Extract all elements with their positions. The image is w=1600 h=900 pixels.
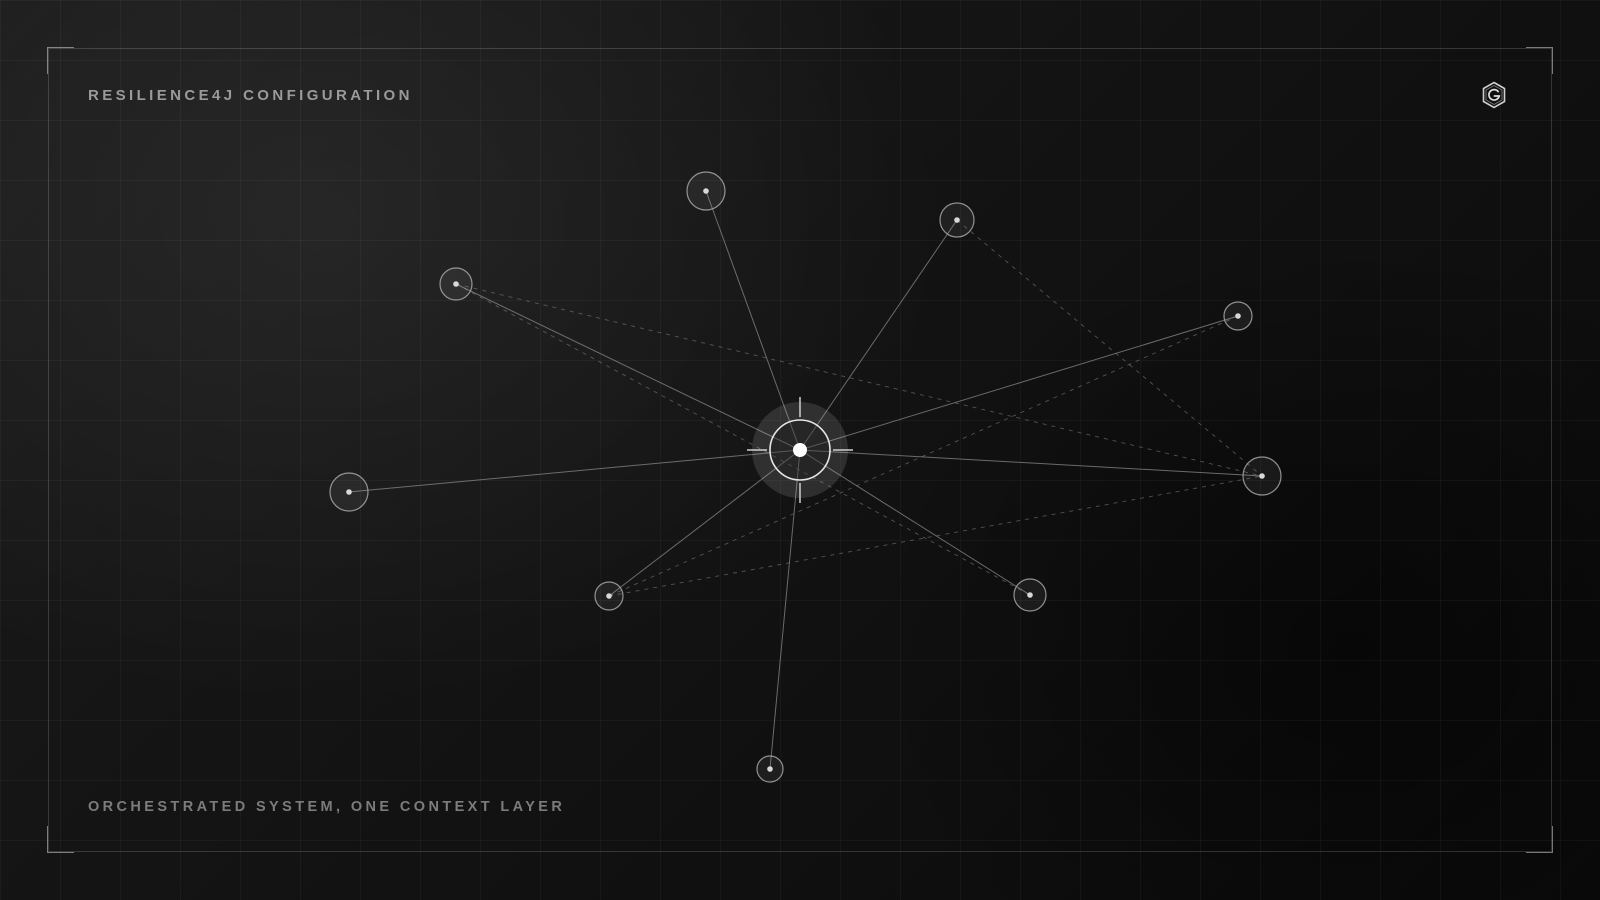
corner-bracket-bottom-left (47, 826, 74, 853)
node-center-dot (1027, 592, 1033, 598)
page-title: RESILIENCE4J CONFIGURATION (88, 87, 413, 104)
dashed-link-n-right-upper-n-lower-left (608, 315, 1239, 597)
node-n-bottom (756, 755, 784, 783)
dashed-links-group (455, 219, 1263, 597)
hub-group (747, 397, 853, 503)
link-hub-n-lower-right (799, 449, 1031, 596)
node-center-dot (1235, 313, 1241, 319)
link-hub-n-top-right (799, 219, 958, 451)
nodes-group (329, 171, 1282, 783)
corner-bracket-top-left (47, 47, 74, 74)
dashed-link-n-lower-left-n-right (608, 475, 1263, 597)
dashed-link-n-upper-left-n-right (455, 283, 1263, 477)
footer-caption: ORCHESTRATED SYSTEM, ONE CONTEXT LAYER (88, 799, 566, 815)
node-center-dot (346, 489, 352, 495)
dashed-link-n-upper-left-n-lower-right (455, 283, 1031, 596)
link-hub-n-top (705, 190, 801, 451)
link-hub-n-left (348, 449, 801, 493)
dashed-link-n-top-right-n-right (956, 219, 1263, 477)
node-n-right-upper (1223, 301, 1253, 331)
link-hub-n-lower-left (608, 449, 801, 597)
link-hub-n-upper-left (455, 283, 801, 451)
corner-bracket-bottom-right (1526, 826, 1553, 853)
link-hub-n-right (799, 449, 1263, 477)
frame-border (48, 48, 1552, 852)
node-n-top-right (939, 202, 975, 238)
link-hub-n-bottom (769, 449, 801, 770)
hub-node (747, 397, 853, 503)
node-center-dot (606, 593, 612, 599)
node-n-upper-left (439, 267, 473, 301)
node-center-dot (954, 217, 960, 223)
node-n-right (1242, 456, 1282, 496)
link-hub-n-right-upper (799, 315, 1239, 451)
node-n-lower-left (594, 581, 624, 611)
node-center-dot (453, 281, 459, 287)
node-center-dot (703, 188, 709, 194)
node-n-lower-right (1013, 578, 1047, 612)
node-n-left (329, 472, 369, 512)
corner-bracket-top-right (1526, 47, 1553, 74)
hexagon-g-logo-icon (1482, 81, 1506, 109)
node-center-dot (1259, 473, 1265, 479)
node-n-top (686, 171, 726, 211)
node-center-dot (767, 766, 773, 772)
solid-links-group (348, 190, 1263, 770)
hub-center-dot (793, 443, 807, 457)
